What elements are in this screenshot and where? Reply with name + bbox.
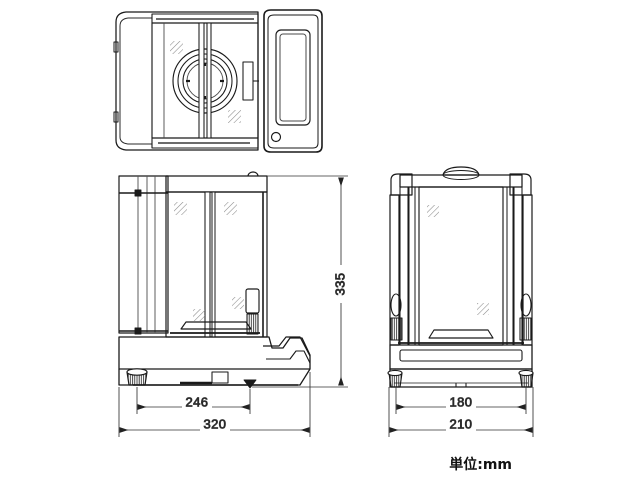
front-top-handle-icon[interactable] <box>442 166 480 176</box>
side-top-knob-icon <box>247 171 259 177</box>
glass-hatch-mark-br <box>228 110 241 123</box>
top-view-latch-block <box>242 61 254 101</box>
front-latch-right-knurl <box>519 317 532 341</box>
dim-label-180: 180 <box>450 394 473 409</box>
front-hatch-mark-tl <box>427 205 439 217</box>
dimension-width-210: 210 <box>388 387 534 437</box>
side-hatch-mark-2 <box>224 202 237 215</box>
front-latch-right-oval <box>520 293 532 317</box>
dim-text-bg-210 <box>446 418 476 434</box>
front-foot-right[interactable] <box>518 369 534 388</box>
side-rear-foot <box>243 379 257 389</box>
front-display-band <box>389 344 533 370</box>
side-door-handle-lower[interactable] <box>246 313 259 335</box>
display-screen-outer <box>275 29 311 126</box>
top-view-chamber <box>151 22 259 139</box>
front-view <box>387 166 534 388</box>
unit-note: 単位:mm <box>449 456 512 473</box>
dimension-depth-320: 320 <box>118 372 311 437</box>
side-door-rail-right <box>211 191 216 338</box>
dim-text-bg-335 <box>330 265 352 303</box>
front-pillar-right-inner <box>506 186 514 346</box>
top-view-body-outline <box>115 11 259 151</box>
weighing-pan-circles <box>172 48 238 114</box>
front-hatch-mark-br <box>477 303 489 315</box>
front-latch-left[interactable] <box>390 293 403 341</box>
pan-support-tabs <box>186 63 224 99</box>
top-view-side-tab-lower <box>113 111 119 123</box>
pan-circle-inner <box>182 58 228 104</box>
top-view-door-rails <box>198 22 212 139</box>
side-rear-column <box>118 175 169 334</box>
side-hatch-mark-1 <box>174 202 187 215</box>
front-pillar-left-inner <box>408 186 416 346</box>
display-screen-inner <box>279 33 307 122</box>
front-weighing-pan <box>428 329 494 339</box>
dim-text-bg-180 <box>446 396 476 412</box>
front-foot-right-top <box>518 369 534 377</box>
front-latch-left-oval <box>390 293 402 317</box>
front-latch-right[interactable] <box>519 293 532 341</box>
display-panel-inner-edge <box>267 14 319 149</box>
dim-label-246: 246 <box>186 394 209 409</box>
side-door-rail-left <box>204 191 211 338</box>
leveling-foot-knob-top <box>126 368 148 376</box>
power-button-icon[interactable] <box>270 131 282 143</box>
dim-text-bg-246 <box>182 396 212 412</box>
front-corner-block-left <box>390 173 413 196</box>
front-foot-left[interactable] <box>387 369 403 388</box>
dim-label-335: 335 <box>332 273 347 296</box>
side-door-handle-upper[interactable] <box>245 288 260 314</box>
side-cable-port <box>211 371 229 384</box>
front-base-notch <box>455 383 467 388</box>
leveling-foot-knob[interactable] <box>126 368 148 386</box>
side-display-hood <box>263 336 311 357</box>
side-hatch-mark-4 <box>193 309 205 321</box>
door-rail-right <box>206 22 212 139</box>
dim-label-210: 210 <box>450 416 473 431</box>
side-top-cap <box>165 175 268 193</box>
side-weighing-pan <box>180 321 252 330</box>
pan-circle-core <box>186 62 224 100</box>
front-latch-left-knurl <box>390 317 403 341</box>
dimension-depth-246: 246 <box>136 387 251 414</box>
side-view <box>118 171 311 389</box>
front-base-housing <box>389 368 533 388</box>
pan-circle-mid <box>177 53 233 109</box>
pan-circle-outer <box>172 48 238 114</box>
top-view <box>113 9 323 153</box>
front-display-window <box>399 349 523 362</box>
front-foot-left-top <box>387 369 403 377</box>
side-hatch-mark-3 <box>232 297 244 309</box>
front-corner-block-right <box>509 173 532 196</box>
side-display-hood-lower <box>266 350 311 364</box>
dim-text-bg-320 <box>200 418 230 434</box>
side-base-housing <box>118 336 311 370</box>
dim-label-320: 320 <box>204 416 227 431</box>
top-view-left-bevel <box>119 17 153 145</box>
display-panel-housing <box>263 9 323 153</box>
door-rail-left <box>198 22 205 139</box>
glass-hatch-mark-tl <box>170 41 183 54</box>
front-top-cap <box>399 174 523 188</box>
dimension-width-180: 180 <box>395 387 527 414</box>
top-view-side-tab-upper <box>113 41 119 53</box>
dimension-height-335: 335 <box>252 175 352 388</box>
